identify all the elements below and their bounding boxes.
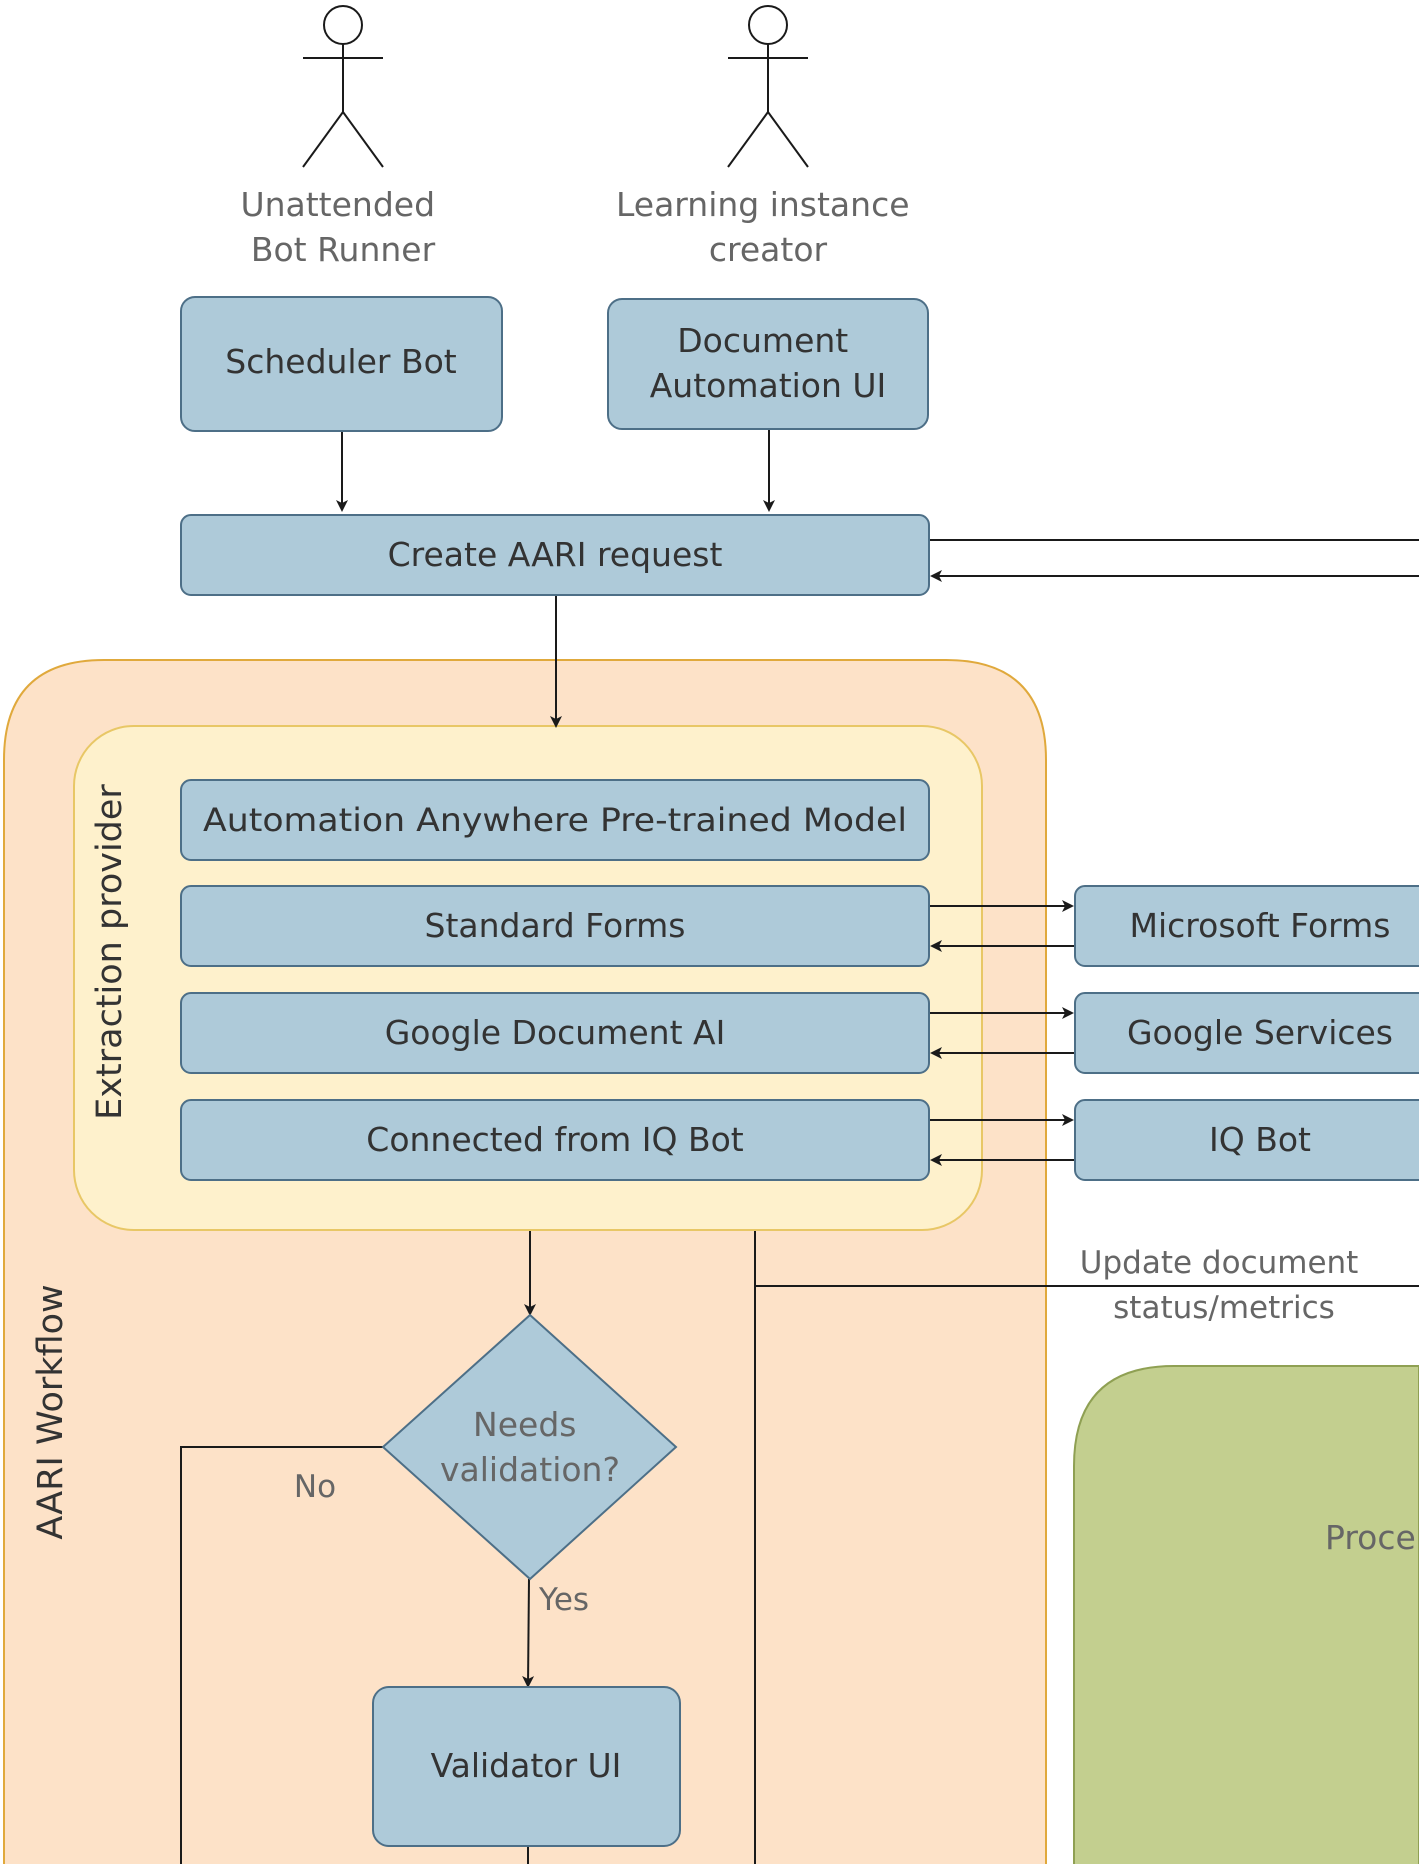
pretrained-model-label: Automation Anywhere Pre-trained Model: [203, 801, 907, 839]
edge-label-yes: Yes: [538, 1582, 589, 1618]
extraction-provider-label: Extraction provider: [90, 784, 130, 1120]
validator-ui-node: [372, 1686, 681, 1847]
needs-validation-decision: [381, 1313, 678, 1581]
standard-forms-label: Standard Forms: [425, 906, 686, 945]
google-document-ai-node: [180, 992, 930, 1074]
microsoft-forms-label: Microsoft Forms: [1130, 906, 1391, 945]
connected-iq-bot-label: Connected from IQ Bot: [366, 1120, 743, 1159]
document-automation-ui-label: Document Automation UI: [650, 321, 887, 405]
actor-learning-label: Learning instance creator: [616, 185, 920, 269]
document-automation-ui-node: [607, 298, 929, 430]
validator-ui-label: Validator UI: [431, 1746, 622, 1785]
processing-label: Proce: [1325, 1518, 1416, 1557]
iq-bot-node: [1074, 1099, 1419, 1181]
edge-label-no: No: [294, 1469, 336, 1505]
pretrained-model-node: [180, 779, 930, 861]
standard-forms-node: [180, 885, 930, 967]
iq-bot-label: IQ Bot: [1209, 1120, 1311, 1159]
aari-workflow-label: AARI Workflow: [31, 1284, 71, 1539]
unattended-bot-runner-actor: [302, 5, 384, 168]
google-services-label: Google Services: [1127, 1013, 1393, 1052]
google-document-ai-label: Google Document AI: [385, 1013, 726, 1052]
edge-label-update-status: Update document status/metrics: [1080, 1245, 1368, 1326]
edge-no-branch: [180, 1446, 383, 1864]
needs-validation-label: Needs validation?: [440, 1405, 620, 1489]
microsoft-forms-node: [1074, 885, 1419, 967]
learning-instance-creator-actor: [727, 5, 809, 168]
edge-yes-to-validator: [522, 1578, 535, 1688]
scheduler-bot-label: Scheduler Bot: [225, 342, 457, 381]
scheduler-bot-node: [180, 296, 503, 432]
create-aari-request-node: [180, 514, 930, 596]
create-aari-request-label: Create AARI request: [388, 535, 723, 574]
connected-iq-bot-node: [180, 1099, 930, 1181]
actor-unattended-label: Unattended Bot Runner: [240, 185, 445, 269]
google-services-node: [1074, 992, 1419, 1074]
processing-container: [1073, 1365, 1419, 1864]
